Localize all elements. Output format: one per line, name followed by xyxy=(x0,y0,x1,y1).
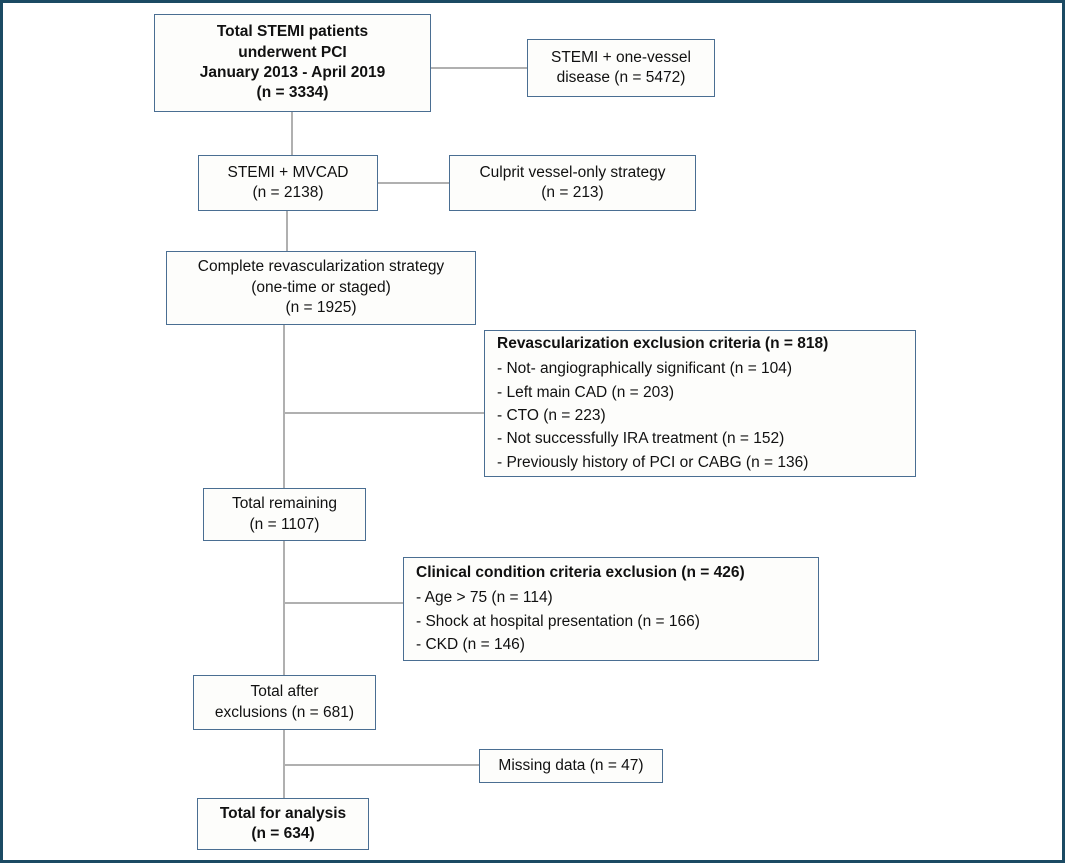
node-line: (one-time or staged) xyxy=(251,278,391,296)
node-line: Total remaining xyxy=(231,495,338,513)
node-list-item: - Not- angiographically significant (n =… xyxy=(497,360,793,378)
node-total-after-exclusions: Total after exclusions (n = 681) xyxy=(193,675,376,730)
node-list-item: - Not successfully IRA treatment (n = 15… xyxy=(497,430,785,448)
node-line: January 2013 - April 2019 xyxy=(199,64,386,81)
node-line: (n = 634) xyxy=(251,825,315,842)
node-list-item: - CTO (n = 223) xyxy=(497,407,606,424)
node-list-item: - Shock at hospital presentation (n = 16… xyxy=(416,612,700,630)
node-line: Missing data (n = 47) xyxy=(498,756,644,774)
node-line: STEMI + one-vessel xyxy=(551,48,691,66)
node-line: STEMI + MVCAD xyxy=(227,163,349,181)
node-line: Complete revascularization strategy xyxy=(197,258,445,276)
node-line: Total for analysis xyxy=(219,804,347,822)
node-heading: Clinical condition criteria exclusion (n… xyxy=(416,563,745,581)
node-clinical-condition-criteria-exclusion: Clinical condition criteria exclusion (n… xyxy=(403,557,819,661)
node-missing-data: Missing data (n = 47) xyxy=(479,749,663,783)
node-heading: Revascularization exclusion criteria (n … xyxy=(497,334,829,352)
node-line: (n = 1107) xyxy=(249,515,320,533)
node-stemi-one-vessel-disease: STEMI + one-vessel disease (n = 5472) xyxy=(527,39,715,97)
node-line: Total after xyxy=(250,683,319,701)
node-list-item: - Age > 75 (n = 114) xyxy=(416,589,553,607)
node-line: (n = 1925) xyxy=(285,299,357,317)
node-list-item: - CKD (n = 146) xyxy=(416,635,525,653)
node-line: (n = 3334) xyxy=(256,84,329,102)
node-culprit-vessel-only-strategy: Culprit vessel-only strategy (n = 213) xyxy=(449,155,696,211)
node-line: disease (n = 5472) xyxy=(556,69,686,86)
node-line: underwent PCI xyxy=(238,43,347,61)
node-complete-revascularization-strategy: Complete revascularization strategy (one… xyxy=(166,251,476,325)
node-total-stemi-patients: Total STEMI patients underwent PCI Janua… xyxy=(154,14,431,112)
node-line: Culprit vessel-only strategy xyxy=(479,163,666,181)
node-total-remaining: Total remaining (n = 1107) xyxy=(203,488,366,541)
node-stemi-mvcad: STEMI + MVCAD (n = 2138) xyxy=(198,155,378,211)
node-line: (n = 2138) xyxy=(252,184,324,201)
node-list-item: - Previously history of PCI or CABG (n =… xyxy=(497,453,809,471)
flowchart-canvas: Total STEMI patients underwent PCI Janua… xyxy=(3,3,1062,860)
node-line: exclusions (n = 681) xyxy=(214,703,355,721)
node-line: Total STEMI patients xyxy=(216,23,369,41)
node-total-for-analysis: Total for analysis (n = 634) xyxy=(197,798,369,850)
node-revascularization-exclusion-criteria: Revascularization exclusion criteria (n … xyxy=(484,330,916,477)
node-list-item: - Left main CAD (n = 203) xyxy=(497,383,675,401)
node-line: (n = 213) xyxy=(541,184,604,201)
